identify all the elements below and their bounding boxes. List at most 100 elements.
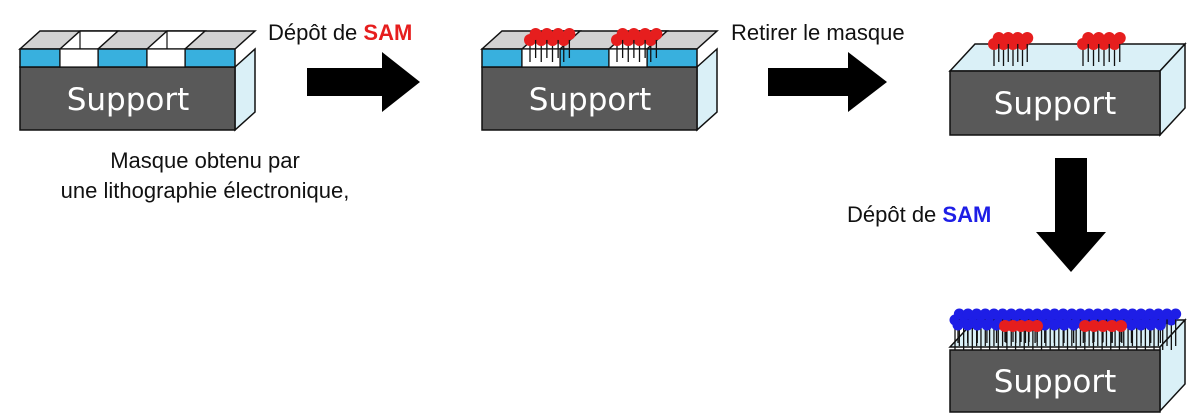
support-front: [949, 70, 1161, 136]
block-mixed-sam: Support: [948, 308, 1187, 413]
sam-head: [971, 308, 983, 320]
sam-highlight-blue: SAM: [942, 202, 992, 227]
sam-highlight-red: SAM: [363, 20, 413, 45]
sam-head: [1040, 308, 1052, 320]
sam-head: [1097, 320, 1109, 332]
step-text: Dépôt de: [847, 202, 943, 227]
sam-head: [616, 28, 629, 40]
sam-head: [1152, 308, 1164, 320]
sam-head: [1031, 320, 1043, 332]
sam-head: [1100, 308, 1112, 320]
sam-head: [1092, 308, 1104, 320]
sam-head: [1135, 308, 1147, 320]
sam-head: [1021, 32, 1034, 44]
sam-head: [1161, 308, 1173, 320]
block-masked-support: Support: [18, 30, 257, 132]
sam-head: [1074, 308, 1086, 320]
support-front: [481, 66, 698, 131]
sam-head: [1126, 308, 1138, 320]
sam-molecule-group: [524, 28, 663, 62]
mask-segment: [97, 48, 148, 68]
mask-top: [18, 30, 257, 50]
support-front: [19, 66, 236, 131]
support-label: Support: [994, 86, 1117, 122]
support-label: Support: [994, 364, 1117, 400]
sam-head: [1068, 319, 1080, 331]
sam-head: [1103, 32, 1116, 44]
sam-head: [1082, 32, 1095, 44]
sam-head: [1118, 308, 1130, 320]
sam-head: [650, 28, 663, 40]
sam-head: [952, 319, 964, 331]
process-arrow-right: [768, 52, 887, 112]
block-sam-in-mask: Support: [480, 28, 719, 132]
mask-segment: [559, 48, 610, 68]
sam-head: [1011, 32, 1024, 44]
mask-segment: [184, 48, 236, 68]
sam-head: [639, 28, 652, 40]
sam-head: [1135, 319, 1147, 331]
support-top: [948, 43, 1187, 72]
sam-head: [1145, 319, 1157, 331]
sam-molecule-group: [949, 308, 1182, 350]
step-label-sam-deposition-2: Dépôt de SAM: [847, 202, 991, 228]
sam-head: [1049, 308, 1061, 320]
caption-line-2: une lithographie électronique,: [60, 178, 350, 203]
block-patterned-sam: Support: [948, 32, 1187, 137]
process-arrow-down: [1036, 158, 1106, 272]
caption-line-1: Masque obtenu par: [110, 148, 300, 173]
sam-head: [1092, 32, 1105, 44]
trench-floor: [59, 48, 99, 68]
sam-head: [1115, 320, 1127, 332]
support-label: Support: [529, 82, 652, 118]
sam-head: [1066, 308, 1078, 320]
mask-segment: [481, 48, 523, 68]
sam-head: [979, 308, 991, 320]
sam-head: [1048, 319, 1060, 331]
step-label-sam-deposition: Dépôt de SAM: [268, 20, 412, 46]
sam-head: [1014, 308, 1026, 320]
sam-head: [1002, 32, 1015, 44]
sam-molecule-group: [988, 32, 1126, 66]
sam-head: [552, 28, 565, 40]
sam-head: [1144, 308, 1156, 320]
sam-head: [1083, 308, 1095, 320]
step-text: Dépôt de: [268, 20, 364, 45]
support-side: [696, 47, 718, 132]
mask-top: [480, 30, 719, 50]
sam-head: [1079, 320, 1091, 332]
sam-head: [981, 319, 993, 331]
sam-head: [1057, 308, 1069, 320]
sam-head: [997, 308, 1009, 320]
sam-head: [1058, 319, 1070, 331]
sam-head: [953, 308, 965, 320]
sam-head: [1031, 308, 1043, 320]
sam-head: [988, 308, 1000, 320]
trench-floor: [146, 48, 186, 68]
sam-head: [1154, 319, 1166, 331]
sam-head: [563, 28, 576, 40]
sam-head: [1125, 319, 1137, 331]
sam-head: [962, 308, 974, 320]
sam-head: [1005, 308, 1017, 320]
sam-head: [627, 28, 640, 40]
mask-segment: [19, 48, 61, 68]
process-arrow-right: [307, 52, 420, 112]
sam-head: [1023, 308, 1035, 320]
sam-head: [1170, 308, 1182, 320]
sam-head: [992, 32, 1005, 44]
sam-head: [1088, 320, 1100, 332]
sam-head: [1109, 308, 1121, 320]
mask-segment: [646, 48, 698, 68]
mask-caption: Masque obtenu par une lithographie élect…: [0, 146, 410, 206]
support-label: Support: [67, 82, 190, 118]
step-label-remove-mask: Retirer le masque: [731, 20, 905, 46]
sam-head: [1113, 32, 1126, 44]
sam-head: [962, 319, 974, 331]
sam-head: [1106, 320, 1118, 332]
support-front: [949, 349, 1161, 413]
sam-head: [971, 319, 983, 331]
support-side: [234, 47, 256, 132]
